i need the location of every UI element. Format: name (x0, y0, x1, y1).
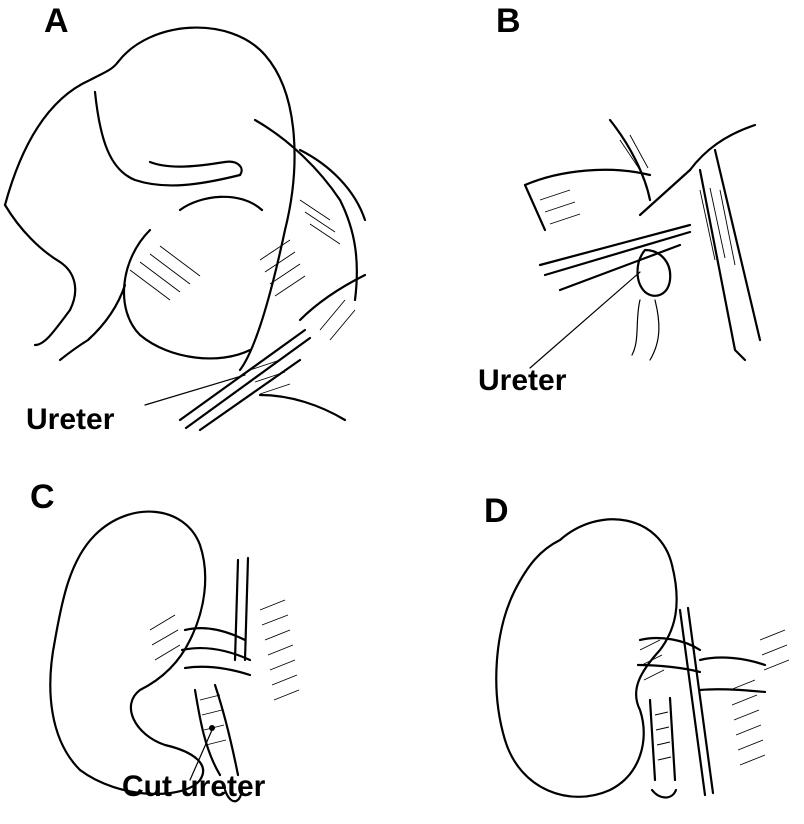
panel-a-letter: A (44, 2, 69, 40)
panel-c-letter: C (30, 478, 55, 516)
panel-d-drawing (495, 518, 790, 799)
panel-a-label: Ureter (26, 403, 115, 436)
panel-c-drawing (49, 510, 300, 803)
panel-b-drawing (523, 118, 762, 369)
panel-b-label: Ureter (478, 364, 567, 397)
panel-a-drawing (3, 26, 367, 432)
panel-c-label: Cut ureter (122, 770, 266, 803)
panel-b-letter: B (496, 2, 521, 40)
panel-d-letter: D (484, 492, 509, 530)
